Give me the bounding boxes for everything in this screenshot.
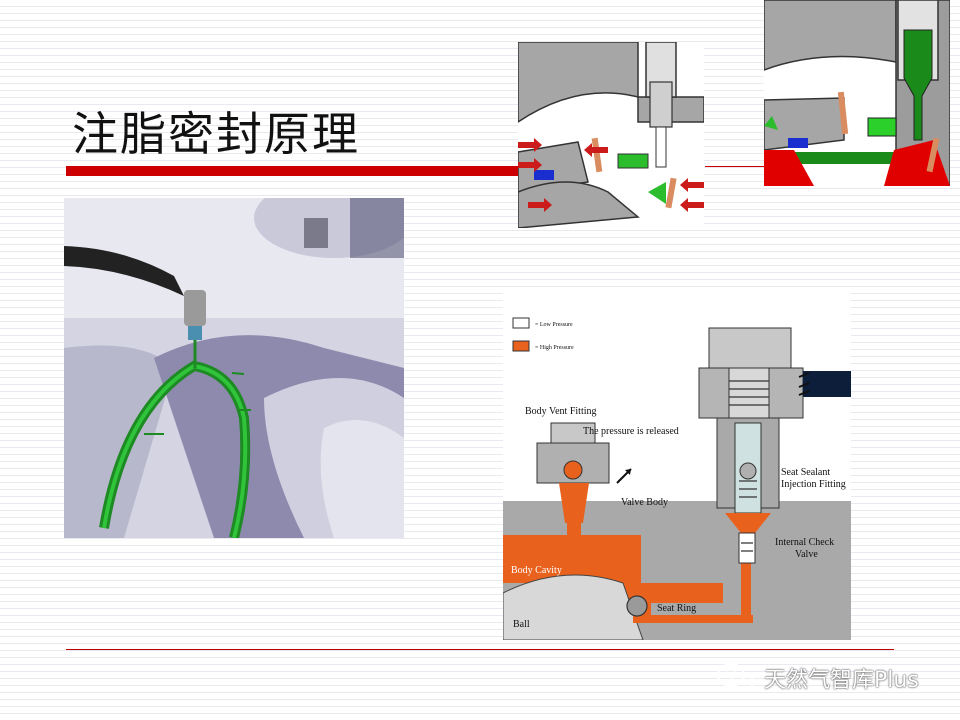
seat-3d-render	[64, 198, 404, 538]
watermark-text: 天然气智库Plus	[764, 668, 919, 693]
footer-line	[66, 649, 894, 650]
label-seat-sealant: Seat Sealant	[781, 467, 830, 478]
label-seat-ring: Seat Ring	[657, 603, 696, 614]
label-injection-fitting: Injection Fitting	[781, 479, 846, 490]
page-title: 注脂密封原理	[72, 107, 360, 161]
seat-section-sealant	[764, 0, 950, 186]
label-ball: Ball	[513, 619, 530, 630]
label-body-vent-fitting: Body Vent Fitting	[525, 406, 597, 417]
legend-low-pressure: = Low Pressure	[535, 322, 573, 328]
label-valve-body: Valve Body	[621, 497, 668, 508]
title-underline-bar	[66, 166, 521, 176]
seat-section-pressure	[518, 42, 704, 228]
label-internal-check: Internal Check	[775, 537, 834, 548]
injection-system-diagram: = Low Pressure = High Pressure Body Vent…	[503, 293, 851, 640]
label-pressure-released: The pressure is released	[583, 426, 679, 437]
label-body-cavity: Body Cavity	[511, 565, 562, 576]
divider-line	[705, 166, 765, 167]
legend-high-pressure: = High Pressure	[535, 345, 574, 351]
wechat-icon	[717, 663, 754, 692]
watermark: 天然气智库Plus	[716, 662, 919, 694]
label-check-valve: Valve	[795, 549, 818, 560]
